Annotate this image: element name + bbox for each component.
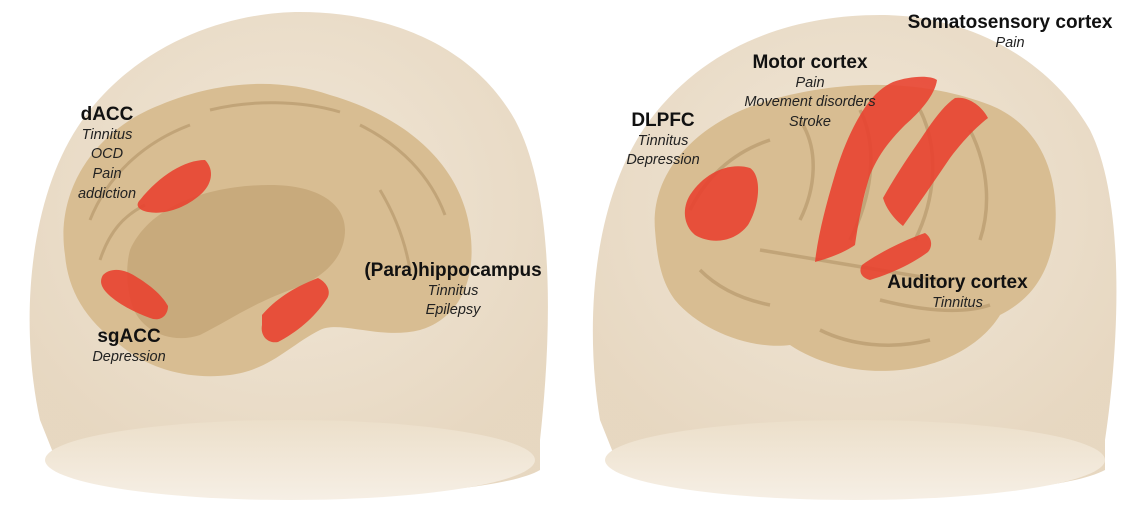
region-indication: Movement disorders <box>730 93 890 113</box>
label-dacc: dACC Tinnitus OCD Pain addiction <box>62 104 152 204</box>
region-indication: Epilepsy <box>348 301 558 321</box>
region-indication: addiction <box>62 185 152 205</box>
region-indication: Pain <box>730 74 890 94</box>
region-indication: Stroke <box>730 113 890 133</box>
region-title: sgACC <box>74 326 184 348</box>
region-title: (Para)hippocampus <box>348 260 558 282</box>
region-indication: Tinnitus <box>608 132 718 152</box>
region-indication: Depression <box>74 348 184 368</box>
region-title: Somatosensory cortex <box>900 12 1120 34</box>
region-title: Auditory cortex <box>870 272 1045 294</box>
label-somatosensory-cortex: Somatosensory cortex Pain <box>900 12 1120 53</box>
region-indication: OCD <box>62 145 152 165</box>
label-sgacc: sgACC Depression <box>74 326 184 367</box>
region-indication: Tinnitus <box>348 282 558 302</box>
region-indication: Pain <box>900 34 1120 54</box>
region-indication: Depression <box>608 151 718 171</box>
medial-view-panel <box>30 12 548 500</box>
region-indication: Tinnitus <box>870 294 1045 314</box>
label-dlpfc: DLPFC Tinnitus Depression <box>608 110 718 171</box>
region-title: Motor cortex <box>730 52 890 74</box>
region-indication: Pain <box>62 165 152 185</box>
neck-base-lateral <box>605 420 1105 500</box>
region-title: dACC <box>62 104 152 126</box>
region-indication: Tinnitus <box>62 126 152 146</box>
label-motor-cortex: Motor cortex Pain Movement disorders Str… <box>730 52 890 133</box>
region-title: DLPFC <box>608 110 718 132</box>
label-parahippocampus: (Para)hippocampus Tinnitus Epilepsy <box>348 260 558 321</box>
neck-base-medial <box>45 420 535 500</box>
label-auditory-cortex: Auditory cortex Tinnitus <box>870 272 1045 313</box>
